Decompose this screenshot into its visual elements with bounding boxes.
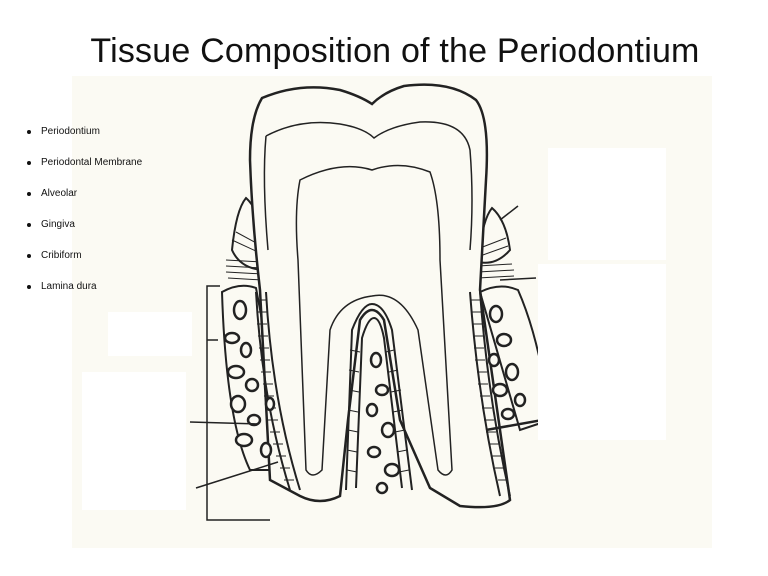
bullet-icon xyxy=(27,285,31,289)
label-blank-right-upper xyxy=(548,148,666,260)
left-periodontal-ligament xyxy=(255,291,301,491)
left-bracket xyxy=(206,285,270,521)
term-list-item: Alveolar xyxy=(24,187,142,218)
label-blank-left-lower xyxy=(82,372,186,510)
right-periodontal-ligament xyxy=(469,291,511,497)
bullet-icon xyxy=(27,161,31,165)
term-list-item: Periodontal Membrane xyxy=(24,156,142,187)
bullet-icon xyxy=(27,254,31,258)
slide-title: Tissue Composition of the Periodontium xyxy=(90,32,700,70)
term-label: Alveolar xyxy=(41,188,78,199)
term-list-item: Cribiform xyxy=(24,249,142,280)
label-blank-left-upper xyxy=(108,312,192,356)
term-label: Lamina dura xyxy=(41,281,97,292)
term-list-item: Periodontium xyxy=(24,125,142,156)
enamel-boundary xyxy=(265,121,473,251)
term-label: Periodontium xyxy=(41,126,100,137)
cancellous-bone-spaces xyxy=(223,299,527,495)
interradicular-ligament xyxy=(345,302,413,491)
term-label: Periodontal Membrane xyxy=(41,157,143,168)
enamel-boundary-left xyxy=(263,135,269,251)
term-label: Gingiva xyxy=(41,219,75,230)
term-list-item: Lamina dura xyxy=(24,280,142,311)
bullet-icon xyxy=(27,192,31,196)
term-label: Cribiform xyxy=(41,250,82,261)
bullet-icon xyxy=(27,130,31,134)
term-list-item: Gingiva xyxy=(24,218,142,249)
pulp-chamber xyxy=(295,164,453,476)
label-blank-right-lower xyxy=(538,264,666,440)
term-list: Periodontium Periodontal Membrane Alveol… xyxy=(24,125,142,311)
right-gingival-fibers xyxy=(477,237,515,279)
bullet-icon xyxy=(27,223,31,227)
